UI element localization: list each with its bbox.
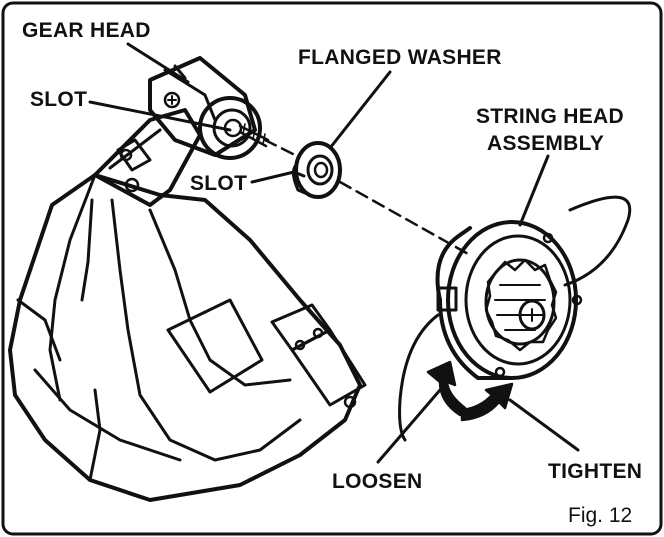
string-head-assembly <box>398 195 632 442</box>
loosen-arrow <box>426 360 467 417</box>
figure-caption: Fig. 12 <box>568 504 632 527</box>
label-gear-head: GEAR HEAD <box>22 19 151 42</box>
label-string-head-line2: ASSEMBLY <box>487 132 604 155</box>
label-tighten: TIGHTEN <box>548 460 642 483</box>
label-loosen: LOOSEN <box>332 470 422 493</box>
label-string-head-line1: STRING HEAD <box>476 105 624 128</box>
label-slot-upper: SLOT <box>30 88 87 111</box>
trimmer-guard <box>8 173 367 502</box>
label-slot-lower: SLOT <box>190 172 247 195</box>
label-flanged-washer: FLANGED WASHER <box>298 46 502 69</box>
leader-lines <box>88 42 580 464</box>
tighten-arrow <box>460 382 514 422</box>
flanged-washer <box>291 141 342 199</box>
